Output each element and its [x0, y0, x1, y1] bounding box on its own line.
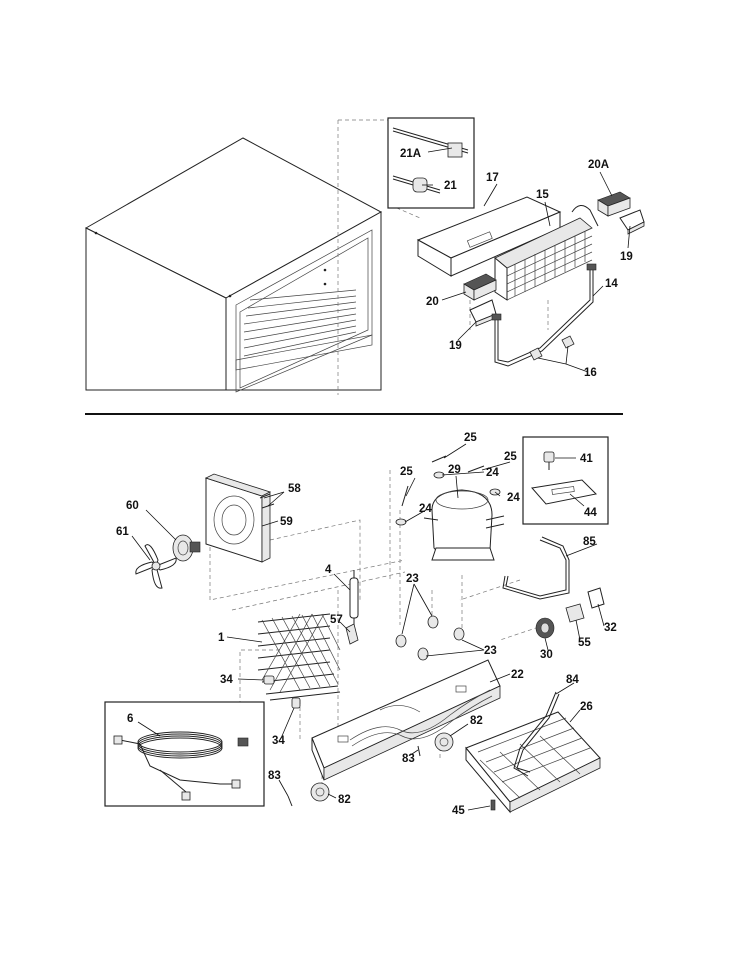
- label-85: 85: [583, 536, 596, 548]
- base-plate-22: [311, 659, 501, 781]
- label-41: 41: [580, 453, 593, 465]
- screw-83-left: [287, 795, 293, 807]
- drain-trough-17: [416, 196, 562, 277]
- inset-box-21: [387, 117, 475, 209]
- label-30: 30: [540, 649, 553, 661]
- label-55: 55: [578, 637, 591, 649]
- fan-shroud-59: [204, 473, 272, 563]
- label-24-middle: 24: [486, 467, 499, 479]
- label-21: 21: [444, 180, 457, 192]
- roller-82-right: [434, 732, 454, 752]
- projection-lines-top: [337, 119, 549, 395]
- clip-19-right: [619, 209, 645, 235]
- drain-pan-26: [465, 711, 601, 814]
- label-20: 20: [426, 296, 439, 308]
- washer-24-left: [395, 518, 407, 526]
- label-25-middle: 25: [464, 432, 477, 444]
- clip-57: [345, 623, 359, 645]
- label-83-right: 83: [402, 753, 415, 765]
- tube-14: [491, 263, 597, 367]
- clip-25-right: [467, 465, 485, 473]
- label-6: 6: [127, 713, 133, 725]
- label-1: 1: [218, 632, 225, 644]
- label-83-left: 83: [268, 770, 281, 782]
- part-labels: 21A 21 17 15 20A 19 20 14 19 16 25 25 25…: [116, 148, 633, 817]
- overload-30: [535, 617, 555, 639]
- label-15: 15: [536, 189, 549, 201]
- roller-82-left: [310, 782, 330, 802]
- label-45: 45: [452, 805, 465, 817]
- compressor-29: [423, 489, 505, 561]
- label-25-right: 25: [504, 451, 517, 463]
- label-60: 60: [126, 500, 139, 512]
- bracket-20: [463, 273, 497, 301]
- evaporator-15: [494, 205, 599, 301]
- screw-45: [490, 799, 496, 811]
- drier-4: [349, 570, 359, 626]
- label-23-upper: 23: [406, 573, 419, 585]
- label-26: 26: [580, 701, 593, 713]
- leader-lines: [131, 147, 631, 811]
- label-19-left: 19: [449, 340, 462, 352]
- label-24-right: 24: [507, 492, 520, 504]
- tube-85: [502, 536, 570, 600]
- grommet-34-lower: [291, 697, 301, 709]
- label-22: 22: [511, 669, 524, 681]
- label-20A: 20A: [588, 159, 609, 171]
- label-23-lower: 23: [484, 645, 497, 657]
- screw-83-right: [417, 745, 421, 757]
- relay-55: [565, 603, 585, 623]
- bracket-20A: [597, 191, 631, 217]
- label-84: 84: [566, 674, 579, 686]
- label-34-upper: 34: [220, 674, 233, 686]
- label-24-left: 24: [419, 503, 432, 515]
- label-19-right: 19: [620, 251, 633, 263]
- label-14: 14: [605, 278, 618, 290]
- label-25-left: 25: [400, 466, 413, 478]
- label-21A: 21A: [400, 148, 421, 160]
- label-58: 58: [288, 483, 301, 495]
- condenser-1: [257, 613, 341, 701]
- inset-box-41-44: [522, 436, 609, 525]
- clip-19-left: [469, 299, 497, 327]
- label-59: 59: [280, 516, 293, 528]
- label-61: 61: [116, 526, 129, 538]
- inset-box-6: [104, 701, 265, 807]
- clip-25-middle: [431, 455, 447, 463]
- label-16: 16: [584, 367, 597, 379]
- screws-16: [529, 335, 575, 361]
- grommets-23: [395, 615, 465, 661]
- label-82-right: 82: [470, 715, 483, 727]
- label-29: 29: [448, 464, 461, 476]
- cover-32: [587, 587, 605, 609]
- grommet-34-upper: [263, 675, 275, 685]
- label-82-left: 82: [338, 794, 351, 806]
- clip-25-left: [401, 485, 409, 507]
- label-17: 17: [486, 172, 499, 184]
- tube-84: [513, 691, 560, 777]
- label-57: 57: [330, 614, 343, 626]
- fan-blade-61: [135, 544, 177, 589]
- label-4: 4: [325, 564, 332, 576]
- label-32: 32: [604, 622, 617, 634]
- label-44: 44: [584, 507, 597, 519]
- label-34-lower: 34: [272, 735, 285, 747]
- fan-motor-60: [172, 534, 201, 562]
- refrigerator-cabinet: [84, 137, 383, 393]
